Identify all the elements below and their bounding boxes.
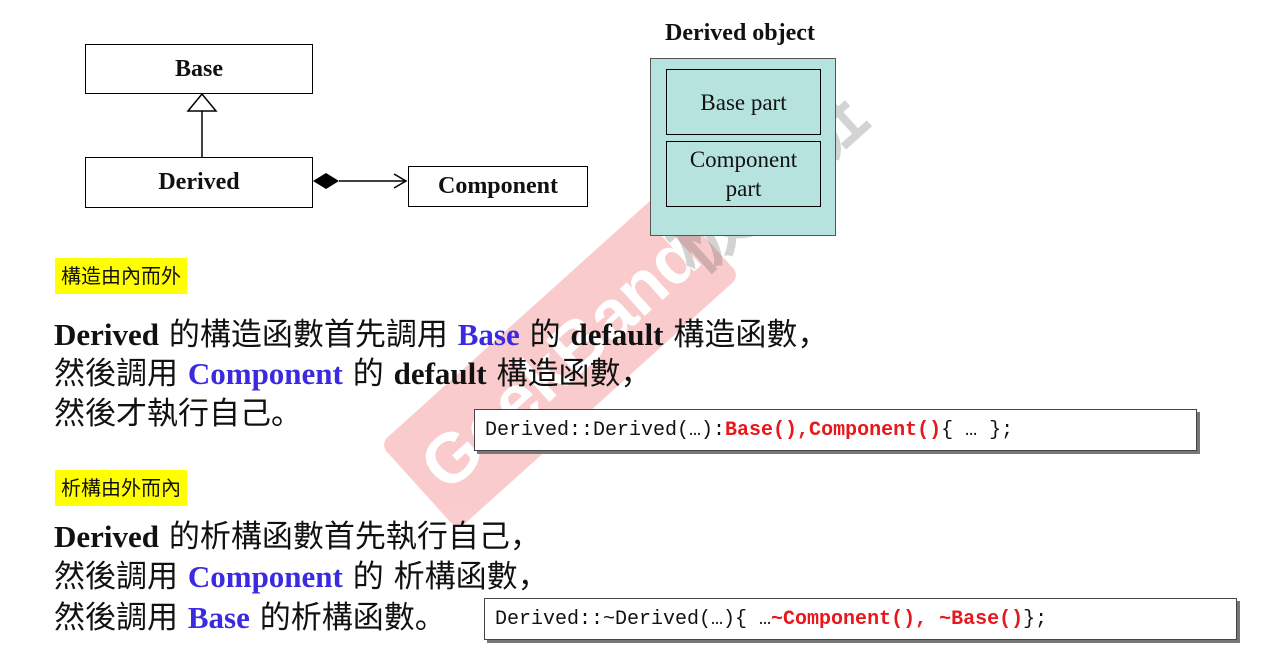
construct-l1-base: Base [457, 317, 520, 352]
destructor-code-box: Derived::~Derived(…){ … ~Component(), ~B… [484, 598, 1237, 640]
destruct-tag: 析構由外而內 [55, 470, 187, 506]
composition-diamond [313, 173, 339, 189]
component-part-label-2: part [725, 176, 762, 201]
destruct-l1-derived: Derived [54, 519, 160, 554]
inheritance-arrow [186, 92, 218, 112]
destruct-l2-component: Component [187, 559, 343, 594]
constructor-code-tail: { … }; [941, 418, 1014, 442]
base-part-label: Base part [700, 89, 787, 115]
derived-object-box: Base part Component part [650, 58, 836, 236]
uml-base-label: Base [175, 55, 223, 82]
construct-l2-component: Component [187, 356, 343, 391]
destruct-l1-text: 的析構函數首先執行自己， [159, 519, 541, 555]
component-part-label-1: Component [689, 147, 798, 172]
construct-l2-end: 構造函數， [486, 356, 652, 392]
composition-arrowhead [393, 173, 408, 189]
construct-line-1: Derived 的構造函數首先調用 Base 的 default 構造函數， [54, 315, 828, 355]
base-part-box: Base part [666, 69, 821, 135]
component-part-box: Component part [666, 141, 821, 207]
destructor-code-calls: ~Component(), ~Base() [771, 607, 1024, 631]
constructor-code-init: Base(),Component() [725, 418, 942, 442]
destruct-line-2: 然後調用 Component 的 析構函數， [54, 557, 549, 597]
destruct-line-1: Derived 的析構函數首先執行自己， [54, 517, 541, 557]
construct-l2-default: default [393, 356, 487, 391]
constructor-code-box: Derived::Derived(…): Base(),Component() … [474, 409, 1197, 451]
uml-base-class: Base [85, 44, 313, 94]
construct-line-2: 然後調用 Component 的 default 構造函數， [54, 354, 651, 394]
destruct-l3-start: 然後調用 [54, 600, 188, 636]
construct-l1-end: 構造函數， [663, 317, 829, 353]
construct-l1-derived: Derived [54, 317, 160, 352]
construct-l1-text: 的構造函數首先調用 [159, 317, 458, 353]
destruct-l2-start: 然後調用 [54, 559, 188, 595]
construct-tag: 構造由內而外 [55, 258, 187, 294]
uml-connectors [186, 92, 408, 189]
uml-derived-class: Derived [85, 157, 313, 208]
construct-l2-start: 然後調用 [54, 356, 188, 392]
construct-l1-default: default [570, 317, 664, 352]
construct-l1-de: 的 [519, 317, 571, 353]
destruct-l3-end: 的析構函數。 [249, 600, 446, 636]
constructor-code-plain: Derived::Derived(…): [485, 418, 726, 442]
uml-derived-label: Derived [158, 169, 240, 195]
uml-component-class: Component [408, 166, 588, 207]
destruct-line-3: 然後調用 Base 的析構函數。 [54, 598, 446, 638]
destruct-l2-end: 的 析構函數， [342, 559, 549, 595]
construct-l2-de: 的 [342, 356, 394, 392]
construct-line-3: 然後才執行自己。 [54, 396, 302, 432]
destruct-l3-base: Base [187, 600, 250, 635]
uml-component-label: Component [437, 173, 558, 199]
destructor-code-tail: }; [1023, 607, 1048, 631]
derived-object-title: Derived object [665, 20, 815, 46]
destructor-code-plain: Derived::~Derived(…){ … [495, 607, 772, 631]
